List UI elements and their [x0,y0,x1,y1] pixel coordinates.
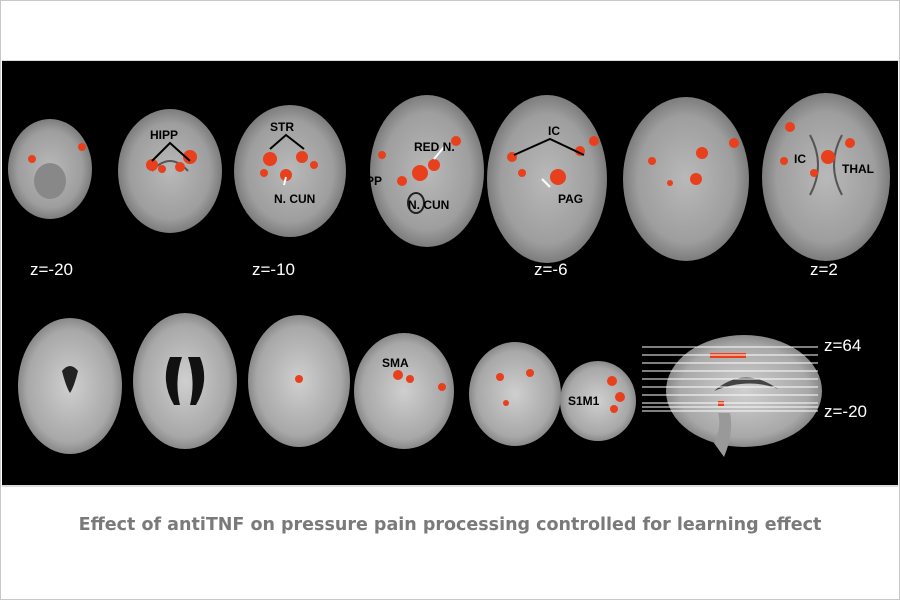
slice-label-2: z=-10 [252,260,295,279]
label-sma: SMA [382,356,409,370]
brain-slice-2: HIPP [118,109,222,233]
brain-slice-4: RED N. HIPP N. CUN [354,95,484,247]
label-n-cun-2: N. CUN [408,198,449,212]
label-n-cun-1: N. CUN [274,192,315,206]
sagittal-label-bottom: z=-20 [824,402,867,421]
label-hipp-1: HIPP [150,128,178,142]
label-s1m1: S1M1 [568,394,600,408]
brain-slice-5: IC PAG [487,95,607,263]
brain-slice-6 [623,97,749,261]
brain-slices-figure: HIPP STR N. CUN RED N. HIPP N. CUN [8,93,890,457]
label-pag: PAG [558,192,583,206]
brain-slice-11: SMA [354,333,454,449]
brain-figure-panel: HIPP STR N. CUN RED N. HIPP N. CUN [2,60,898,487]
brain-slice-7: IC THAL [762,93,890,261]
brain-slice-9 [133,313,237,449]
label-thal: THAL [842,162,874,176]
slice-label-1: z=-20 [30,260,73,279]
label-ic-2: IC [794,152,806,166]
label-ic-1: IC [548,124,560,138]
brain-slice-12 [469,342,561,446]
label-hipp-2: HIPP [354,174,382,188]
slice-label-4: z=2 [810,260,838,279]
slice-lines [642,346,818,412]
label-str: STR [270,120,294,134]
brain-slice-3: STR N. CUN [234,105,346,237]
sagittal-slice [642,335,822,457]
sagittal-label-top: z=64 [824,336,861,355]
brain-slice-13: S1M1 [560,361,636,441]
brain-slice-1 [8,119,92,219]
brain-slice-8 [18,318,122,454]
figure-caption: Effect of antiTNF on pressure pain proce… [78,515,822,535]
label-red-n: RED N. [414,140,455,154]
brain-slice-10 [248,315,350,447]
slice-label-3: z=-6 [534,260,568,279]
